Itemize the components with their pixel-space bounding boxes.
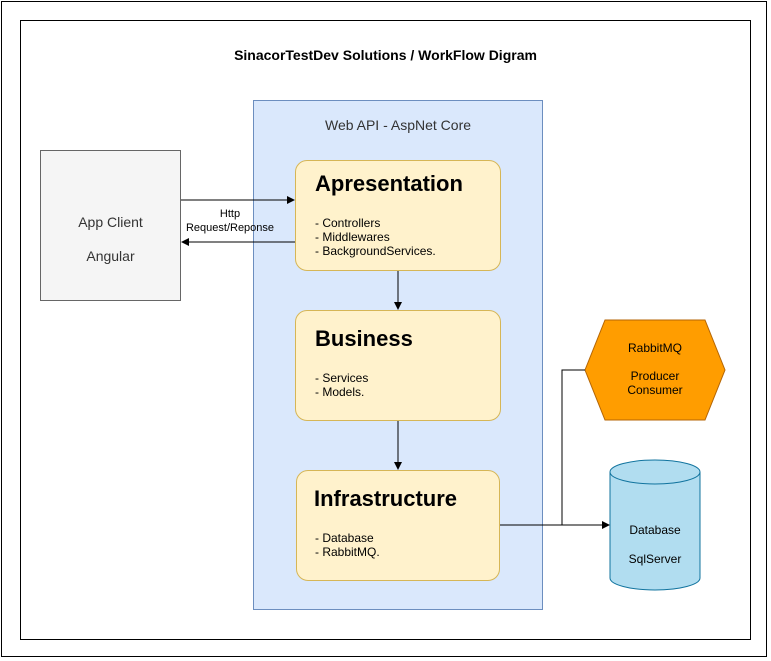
http-label-line2: Request/Reponse xyxy=(185,222,275,234)
database-label: Database SqlServer xyxy=(610,516,700,574)
infrastructure-layer[interactable] xyxy=(296,470,500,581)
diagram-canvas xyxy=(20,20,751,640)
apresentation-title: Apresentation xyxy=(315,171,463,196)
apresentation-layer[interactable] xyxy=(295,160,501,271)
database-name: Database xyxy=(629,523,681,537)
diagram-title: SinacorTestDev Solutions / WorkFlow Digr… xyxy=(234,47,537,63)
layer-item: - Middlewares xyxy=(315,230,390,244)
layer-item: - Services xyxy=(315,371,369,385)
rabbitmq-producer: Producer xyxy=(630,369,680,383)
app-client-label: App Client xyxy=(78,214,143,230)
infrastructure-items: - Database - RabbitMQ. xyxy=(315,531,380,559)
http-label: Http Request/Reponse xyxy=(176,207,284,235)
business-title: Business xyxy=(315,326,413,351)
layer-item: - Models. xyxy=(315,385,365,399)
infrastructure-to-rabbitmq-connector xyxy=(561,369,585,525)
app-client-text: App Client Angular xyxy=(40,205,181,273)
business-items: - Services - Models. xyxy=(315,371,368,399)
layer-item: - Database xyxy=(315,531,374,545)
layer-item: - Controllers xyxy=(315,216,381,230)
http-label-line1: Http xyxy=(219,208,241,220)
rabbitmq-consumer: Consumer xyxy=(627,383,683,397)
rabbitmq-label: RabbitMQ Producer Consumer xyxy=(585,341,725,397)
apresentation-items: - Controllers - Middlewares - Background… xyxy=(315,216,436,258)
app-client-framework: Angular xyxy=(86,248,135,264)
layer-item: - RabbitMQ. xyxy=(315,545,380,559)
database-engine: SqlServer xyxy=(628,552,682,566)
business-layer[interactable] xyxy=(295,310,501,421)
layer-item: - BackgroundServices. xyxy=(315,244,436,258)
rabbitmq-name: RabbitMQ xyxy=(627,341,683,355)
rabbitmq-spacer xyxy=(585,355,725,369)
infrastructure-title: Infrastructure xyxy=(314,486,458,511)
database-cylinder[interactable] xyxy=(609,459,701,591)
app-client-box[interactable] xyxy=(40,150,181,301)
web-api-label: Web API - AspNet Core xyxy=(324,117,472,133)
